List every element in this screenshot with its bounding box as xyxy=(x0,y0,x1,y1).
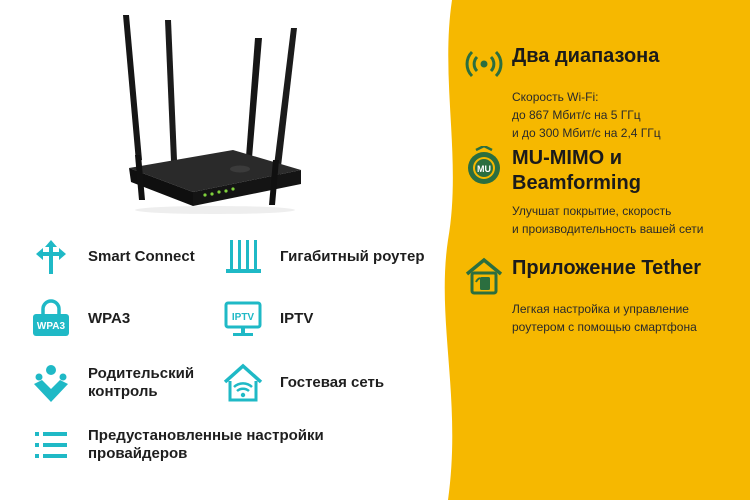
feature-description: Легкая настройка и управление роутером с… xyxy=(512,302,697,334)
feature-parental-control: Родительский контроль xyxy=(30,362,194,404)
dual-band-signal-icon xyxy=(464,44,504,84)
svg-text:MU: MU xyxy=(477,164,491,174)
feature-label: Гигабитный роутер xyxy=(280,248,425,265)
feature-title: Приложение Tether xyxy=(512,257,702,279)
svg-text:IPTV: IPTV xyxy=(232,312,255,323)
feature-label: WPA3 xyxy=(88,310,131,327)
right-feature-tether-app: Приложение Tether Легкая настройка и упр… xyxy=(464,256,746,336)
feature-gigabit-router: Гигабитный роутер xyxy=(222,236,425,278)
right-feature-dual-band: Два диапазона Скорость Wi-Fi: до 867 Мби… xyxy=(464,44,746,142)
feature-iptv: IPTV IPTV xyxy=(222,298,313,340)
guest-network-house-icon xyxy=(222,362,264,404)
right-feature-mu-mimo: MU MU-MIMO и Beamforming Улучшат покрыти… xyxy=(464,144,746,238)
feature-wpa3: WPA3 WPA3 xyxy=(30,298,130,340)
feature-smart-connect: Smart Connect xyxy=(30,236,195,278)
feature-provider-presets: Предустановленные настройки провайдеров xyxy=(30,424,324,466)
router-image xyxy=(123,15,301,214)
wpa3-lock-icon: WPA3 xyxy=(30,298,72,340)
parental-control-icon xyxy=(30,362,72,404)
smart-connect-arrows-icon xyxy=(30,236,72,278)
svg-text:WPA3: WPA3 xyxy=(37,321,66,332)
provider-list-icon xyxy=(30,424,72,466)
mu-mimo-icon: MU xyxy=(464,144,504,186)
feature-title: Два диапазона xyxy=(512,45,660,67)
iptv-tv-icon: IPTV xyxy=(222,298,264,340)
feature-description: Скорость Wi-Fi: до 867 Мбит/с на 5 ГГц и… xyxy=(512,90,661,140)
feature-label: Smart Connect xyxy=(88,248,195,265)
tether-app-house-icon xyxy=(464,256,504,296)
feature-title: MU-MIMO и Beamforming xyxy=(512,147,641,194)
feature-label: Родительский контроль xyxy=(88,365,195,400)
gigabit-router-icon xyxy=(222,236,264,278)
feature-guest-network: Гостевая сеть xyxy=(222,362,384,404)
feature-label: IPTV xyxy=(280,310,314,327)
feature-label: Предустановленные настройки провайдеров xyxy=(88,427,324,462)
feature-label: Гостевая сеть xyxy=(280,374,385,391)
feature-description: Улучшат покрытие, скорость и производите… xyxy=(512,204,704,236)
